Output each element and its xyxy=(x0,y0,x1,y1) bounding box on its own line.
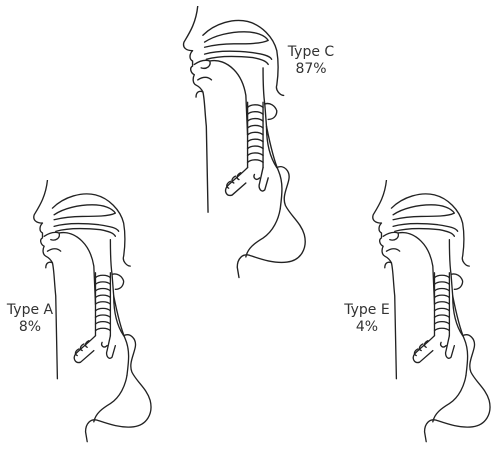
type-a-percent: 8% xyxy=(0,319,60,336)
type-a-name: Type A xyxy=(0,302,60,319)
type-e-label: Type E 4% xyxy=(332,302,402,336)
type-a-label: Type A 8% xyxy=(0,302,60,336)
type-c-label: Type C 87% xyxy=(276,44,346,78)
type-c-name: Type C xyxy=(276,44,346,61)
type-e-name: Type E xyxy=(332,302,402,319)
type-c-percent: 87% xyxy=(276,61,346,78)
type-e-percent: 4% xyxy=(332,319,402,336)
